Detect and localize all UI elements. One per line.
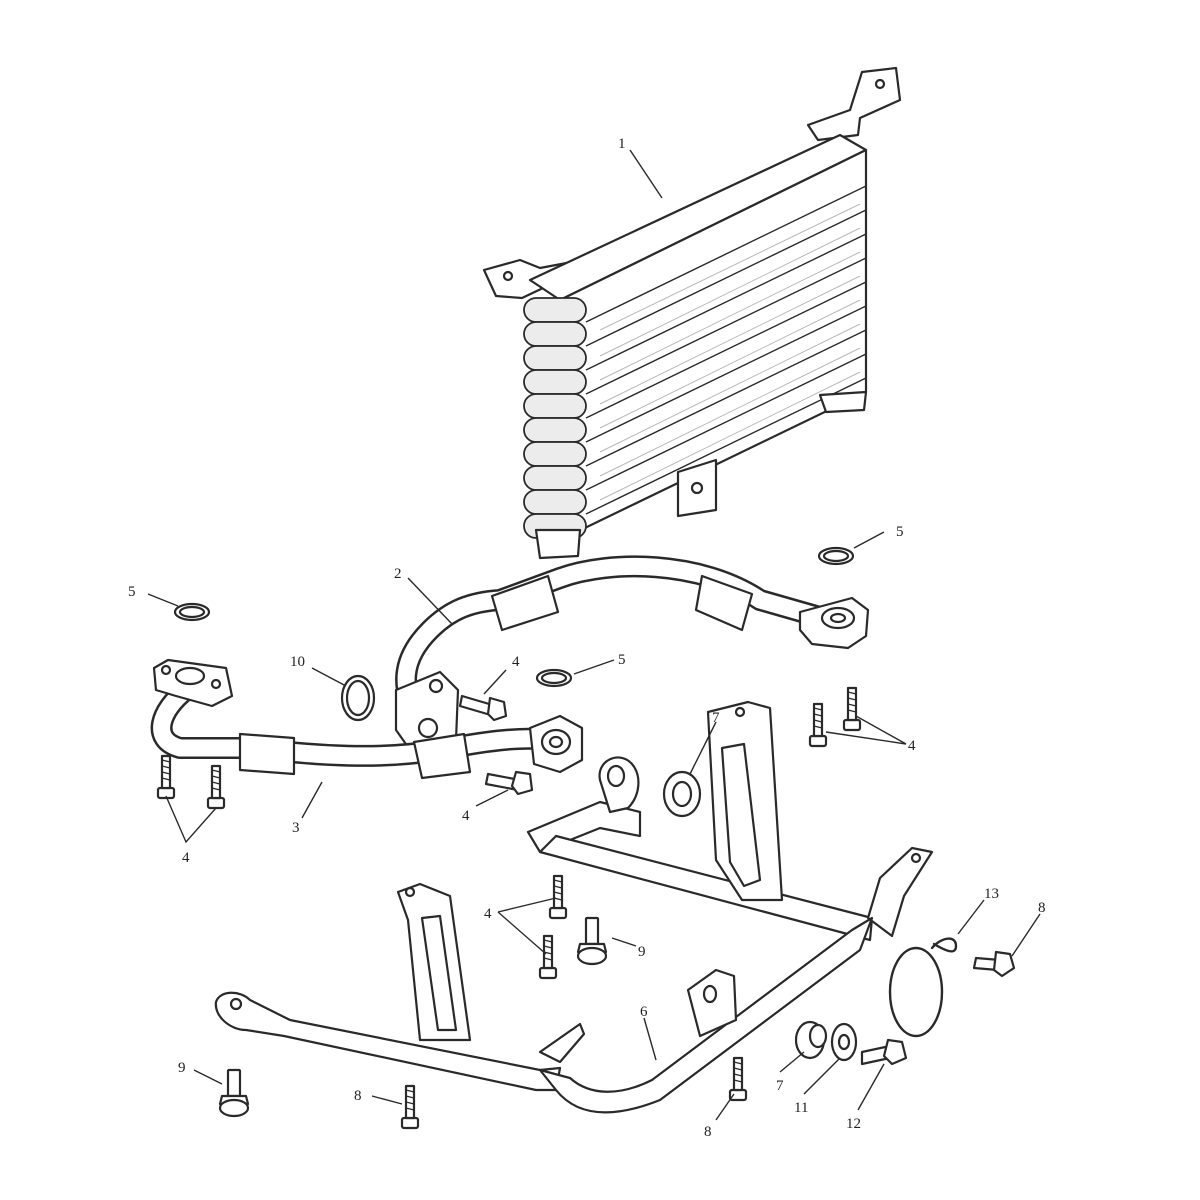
callout-4b: 4 (462, 808, 470, 824)
o-ring-5-mid (535, 668, 573, 688)
callout-4d: 4 (908, 738, 916, 754)
callout-6: 6 (640, 1004, 648, 1020)
callout-7a: 7 (712, 710, 720, 726)
callout-5c: 5 (618, 652, 626, 668)
bolt-4-right-a (808, 702, 828, 748)
o-ring-10 (340, 674, 376, 722)
callout-9a: 9 (638, 944, 646, 960)
callout-5b: 5 (896, 524, 904, 540)
bolt-4-left-b (206, 764, 226, 810)
oil-cooler (482, 66, 902, 560)
oil-hose-upper (394, 555, 870, 766)
bolt-8-right (972, 950, 1016, 978)
callout-10: 10 (290, 654, 305, 670)
callout-7b: 7 (776, 1078, 784, 1094)
cooler-fins (523, 297, 587, 539)
bolt-4-left-a (156, 754, 176, 800)
o-ring-5-right (817, 546, 855, 566)
cooler-core-lines (585, 185, 867, 515)
bolt-8-left (400, 1084, 420, 1130)
callout-labels: 1 2 3 4 4 4 4 4 5 5 5 6 7 7 8 8 8 9 9 10… (128, 136, 1046, 1140)
grommet-7-upper (662, 770, 702, 818)
bolt-12 (860, 1038, 908, 1066)
leader-lines (147, 149, 1041, 1121)
bolt-4-hose-upper (458, 694, 508, 722)
callout-12: 12 (846, 1116, 861, 1132)
grommet-7-lower (794, 1020, 828, 1060)
washer-11 (830, 1022, 858, 1062)
callout-3: 3 (292, 820, 300, 836)
callout-8b: 8 (354, 1088, 362, 1104)
flange-bolt-9-center (576, 916, 608, 966)
bolt-8-center (728, 1056, 748, 1102)
callout-9b: 9 (178, 1060, 186, 1076)
oil-hose-lower (150, 658, 584, 780)
callout-8c: 8 (704, 1124, 712, 1140)
clip-13 (888, 937, 958, 1038)
bolt-4-right-b (842, 686, 862, 732)
callout-11: 11 (794, 1100, 808, 1116)
mounting-bracket (214, 700, 934, 1114)
bolt-4-center-a (548, 874, 568, 920)
callout-8a: 8 (1038, 900, 1046, 916)
bolt-4-hose-lower (484, 770, 534, 796)
callout-5a: 5 (128, 584, 136, 600)
callout-1: 1 (618, 136, 626, 152)
callout-4a: 4 (512, 654, 520, 670)
flange-bolt-9-left (218, 1068, 250, 1118)
callout-4c: 4 (182, 850, 190, 866)
callout-4e: 4 (484, 906, 492, 922)
callout-13: 13 (984, 886, 999, 902)
o-ring-5-left (173, 602, 211, 622)
bolt-4-center-b (538, 934, 558, 980)
callout-2: 2 (394, 566, 402, 582)
